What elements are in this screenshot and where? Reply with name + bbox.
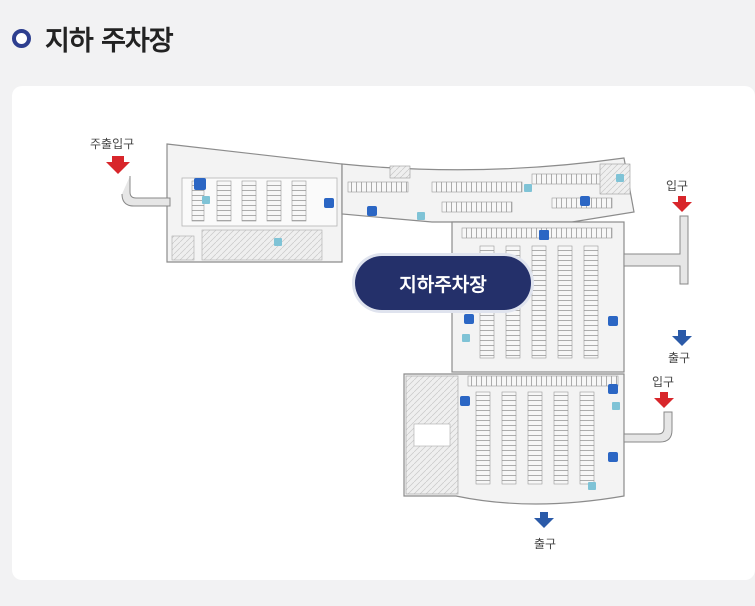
right-entry-label: 입구 bbox=[666, 179, 688, 193]
elevator-markers bbox=[202, 174, 624, 490]
exit-arrow-icon bbox=[672, 330, 692, 346]
left-wing bbox=[166, 143, 343, 263]
section-header: 지하 주차장 bbox=[12, 18, 174, 58]
right-lower-entry-label: 입구 bbox=[652, 375, 674, 389]
circle-bullet-icon bbox=[12, 28, 31, 48]
right-exit-label: 출구 bbox=[668, 351, 690, 365]
top-corridor bbox=[341, 157, 635, 223]
map-card: 주출입구 입구 출구 입구 출구 지하주차장 bbox=[12, 86, 755, 580]
section-title: 지하 주차장 bbox=[45, 25, 174, 57]
accessible-markers bbox=[194, 178, 618, 462]
entry-arrow-icon bbox=[654, 392, 674, 408]
entry-arrow-icon bbox=[106, 156, 130, 174]
bottom-exit-label: 출구 bbox=[534, 537, 556, 551]
floor-label-badge: 지하주차장 bbox=[355, 256, 531, 310]
main-entry-label: 주출입구 bbox=[90, 137, 134, 151]
lower-block bbox=[403, 373, 625, 505]
exit-arrow-icon bbox=[534, 512, 554, 528]
entry-arrow-icon bbox=[672, 196, 692, 212]
parking-floor-map: 주출입구 입구 출구 입구 출구 bbox=[90, 137, 692, 551]
